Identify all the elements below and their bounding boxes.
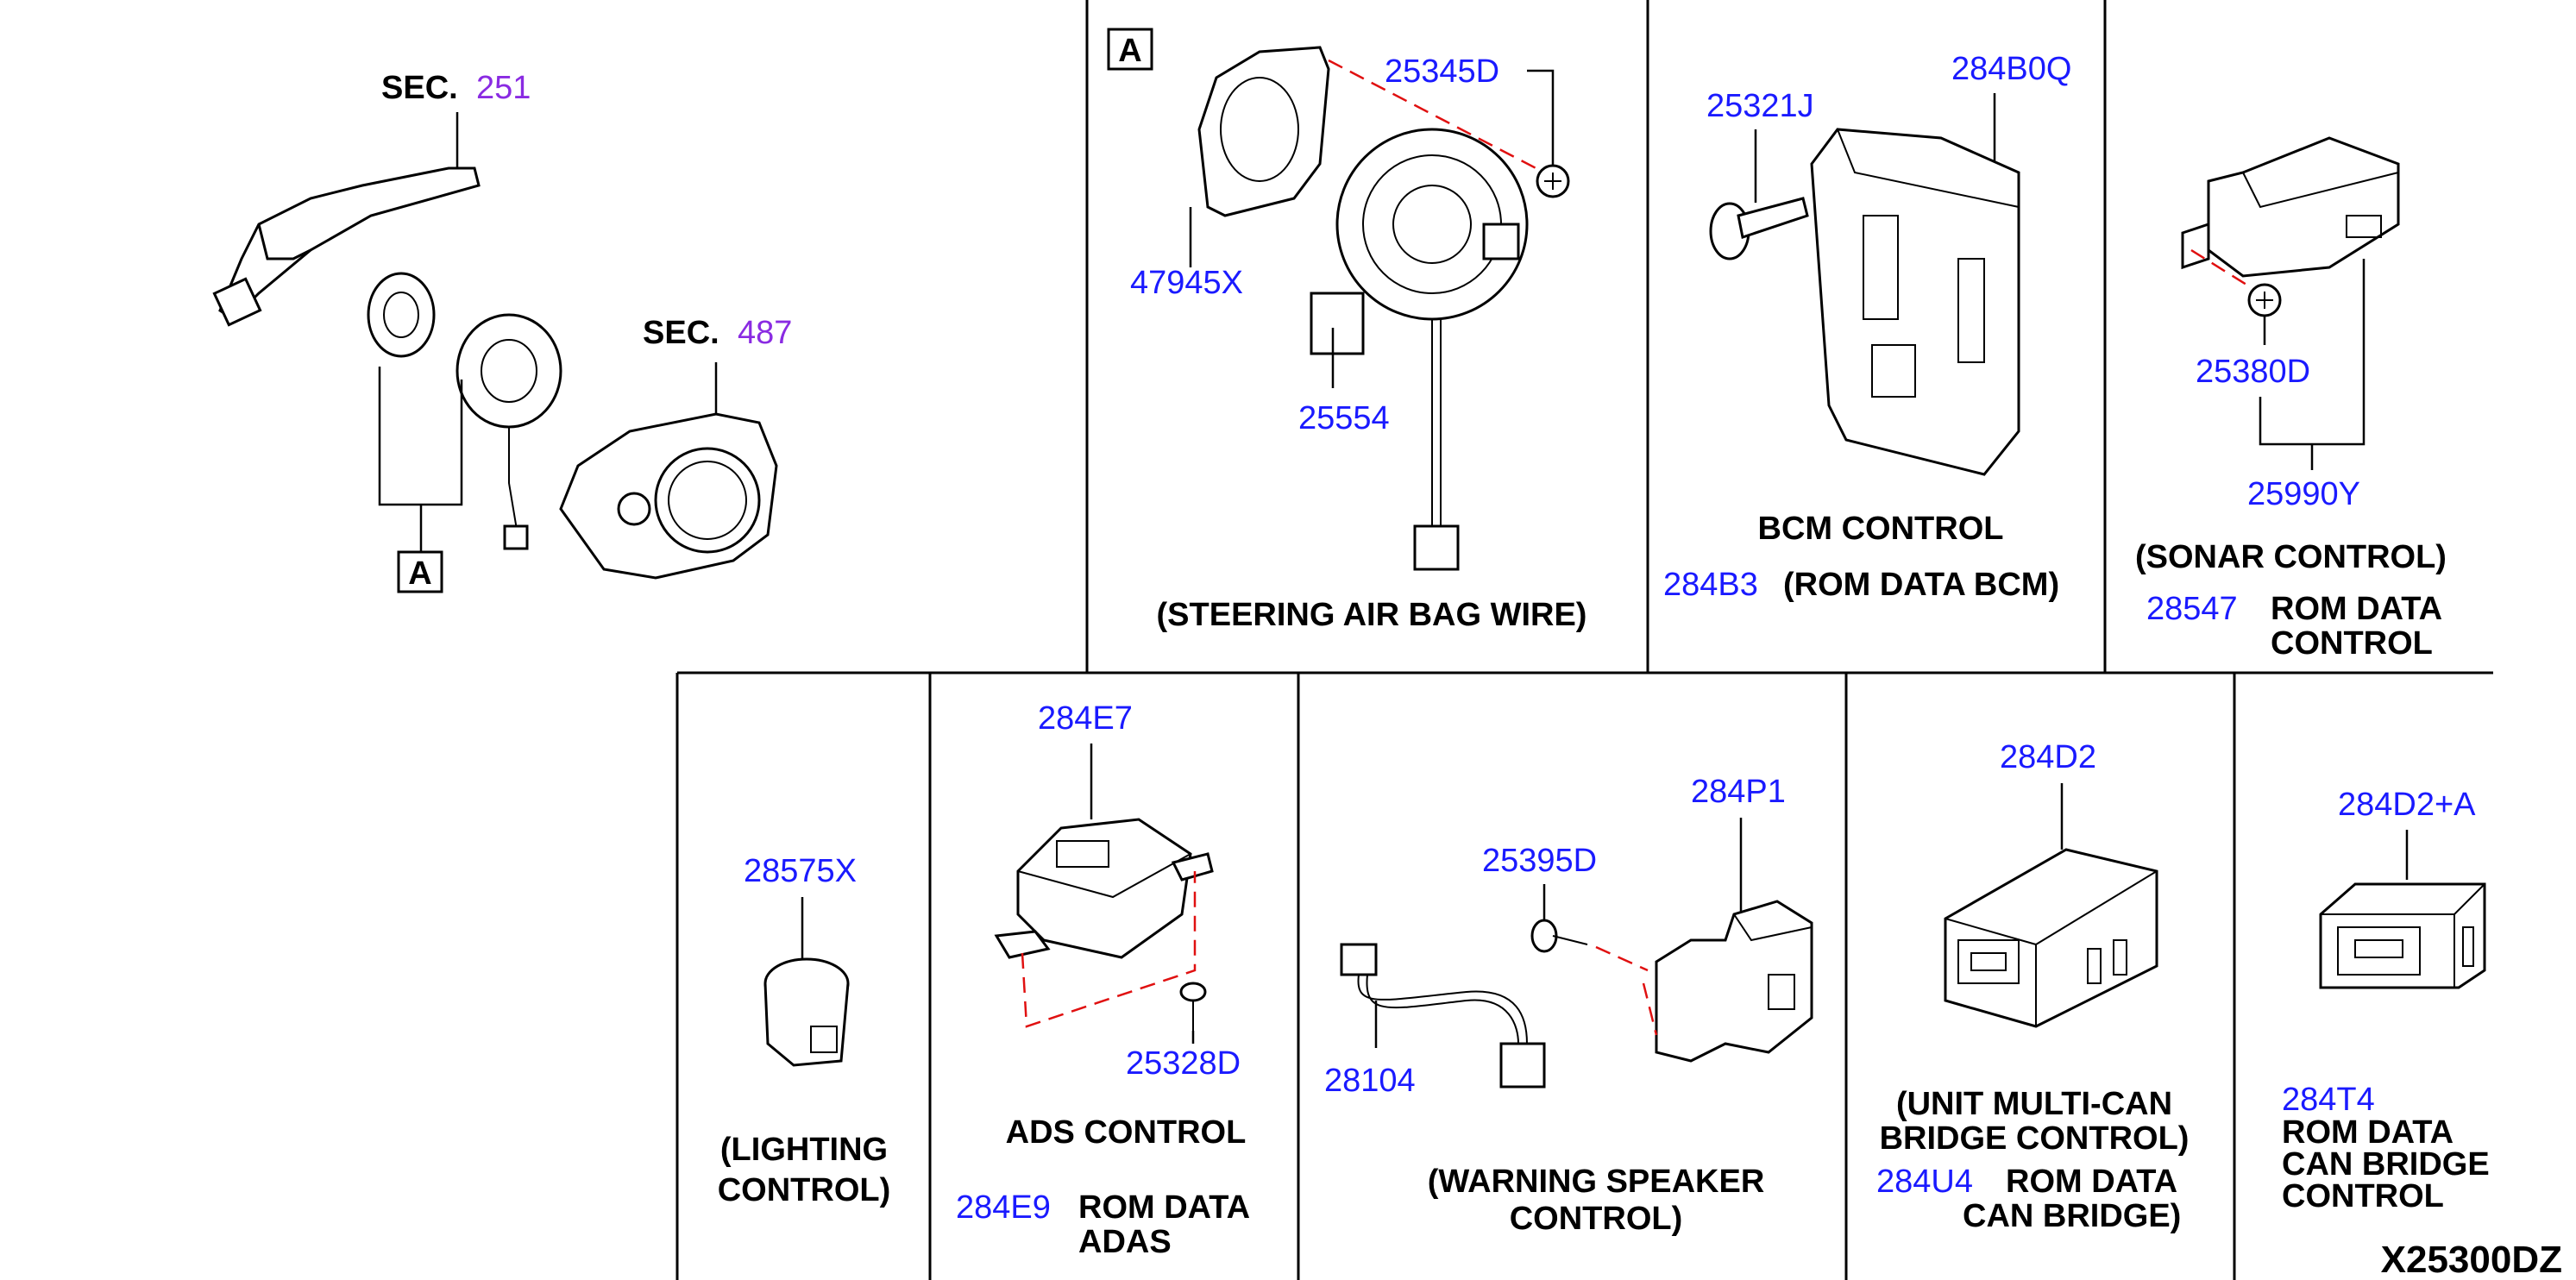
- caption-warning-1: (WARNING SPEAKER: [1428, 1164, 1765, 1200]
- part-284D2[interactable]: 284D2: [2000, 739, 2096, 775]
- caption-sonar-control: (SONAR CONTROL): [2135, 539, 2447, 575]
- screw-25380D: [2247, 283, 2282, 345]
- marker-a-left: A: [397, 550, 443, 593]
- part-284T4[interactable]: 284T4: [2282, 1082, 2375, 1118]
- warning-speaker-284P1: [1655, 900, 1813, 1063]
- part-25395D[interactable]: 25395D: [1482, 843, 1597, 879]
- caption-unit-rom-1: ROM DATA: [2006, 1164, 2177, 1200]
- caption-ads-rom-2: ADAS: [1078, 1224, 1172, 1260]
- bcm-unit-284B0Q: [1810, 128, 2020, 476]
- marker-a-top: A: [1107, 28, 1153, 71]
- caption-sonar-rom-1: ROM DATA: [2271, 591, 2442, 627]
- part-25345D[interactable]: 25345D: [1385, 53, 1499, 90]
- caption-steering-air-bag-wire: (STEERING AIR BAG WIRE): [1157, 597, 1587, 633]
- part-284E7[interactable]: 284E7: [1038, 700, 1133, 737]
- sonar-unit-25990Y: [2181, 136, 2400, 278]
- part-284B0Q[interactable]: 284B0Q: [1951, 51, 2071, 87]
- can-bridge-unit-284D2: [1944, 848, 2158, 1028]
- phantom-line-25395D: [1595, 945, 1649, 972]
- sec-251-prefix: SEC.: [381, 70, 458, 106]
- marker-a-left-text: A: [408, 555, 431, 592]
- sec-487-number: 487: [738, 315, 792, 351]
- caption-lighting-1: (LIGHTING: [720, 1132, 888, 1168]
- part-284B3[interactable]: 284B3: [1663, 567, 1758, 603]
- bracket-25990Y: [2259, 259, 2366, 446]
- bolt-25321J: [1709, 197, 1809, 260]
- panel-dividers: [675, 0, 2493, 1280]
- screw-25345D: [1527, 69, 1570, 198]
- sec-251-number: 251: [476, 70, 531, 106]
- combination-switch-lever: [212, 112, 481, 327]
- phantom-line-284P1: [1642, 982, 1658, 1036]
- caption-rom-data-bcm: (ROM DATA BCM): [1783, 567, 2059, 603]
- steering-column-cover: [559, 412, 778, 580]
- caption-unit-1: (UNIT MULTI-CAN: [1896, 1086, 2172, 1122]
- part-28104[interactable]: 28104: [1324, 1063, 1416, 1099]
- part-28575X[interactable]: 28575X: [744, 853, 857, 889]
- part-284E9[interactable]: 284E9: [956, 1189, 1051, 1226]
- part-25380D[interactable]: 25380D: [2196, 354, 2310, 390]
- part-25321J[interactable]: 25321J: [1706, 88, 1814, 124]
- lighting-switch-28575X: [763, 957, 850, 1067]
- steering-angle-sensor-47945X: [1189, 46, 1330, 267]
- marker-a-top-text: A: [1118, 33, 1141, 69]
- caption-can-rom-2: CAN BRIDGE: [2282, 1146, 2490, 1183]
- phantom-line-25380D: [2190, 248, 2261, 295]
- part-28547[interactable]: 28547: [2146, 591, 2238, 627]
- bracket-to-marker-a: [378, 367, 463, 552]
- ads-unit-284E7: [994, 818, 1214, 959]
- spiral-cable-25554: [1310, 128, 1529, 571]
- harness-28104: [1340, 943, 1546, 1089]
- caption-bcm-control: BCM CONTROL: [1758, 511, 2004, 547]
- caption-unit-rom-2: CAN BRIDGE): [1963, 1198, 2181, 1234]
- caption-sonar-rom-2: CONTROL: [2271, 625, 2433, 662]
- diagram-code: X25300DZ: [2381, 1239, 2562, 1280]
- part-25554[interactable]: 25554: [1298, 400, 1390, 436]
- spiral-cable-small: [367, 272, 562, 550]
- part-25328D[interactable]: 25328D: [1126, 1045, 1241, 1082]
- caption-ads-rom-1: ROM DATA: [1078, 1189, 1250, 1226]
- caption-can-rom-3: CONTROL: [2282, 1178, 2444, 1214]
- can-bridge-unit-284D2A: [2319, 882, 2486, 989]
- caption-lighting-2: CONTROL): [718, 1172, 891, 1208]
- phantom-line-25345D: [1328, 59, 1545, 174]
- sec-487-prefix: SEC.: [643, 315, 719, 351]
- screw-25328D: [1179, 982, 1207, 1044]
- caption-can-rom-1: ROM DATA: [2282, 1114, 2453, 1151]
- caption-unit-2: BRIDGE CONTROL): [1880, 1120, 2190, 1157]
- phantom-lines-ads: [1021, 871, 1197, 1028]
- part-25990Y[interactable]: 25990Y: [2247, 476, 2360, 512]
- part-284U4[interactable]: 284U4: [1876, 1164, 1973, 1200]
- sec-251-label[interactable]: SEC. 251: [381, 70, 531, 106]
- caption-ads-control: ADS CONTROL: [1006, 1114, 1247, 1151]
- caption-warning-2: CONTROL): [1510, 1201, 1683, 1237]
- part-47945X[interactable]: 47945X: [1130, 265, 1243, 301]
- screw-25395D: [1530, 884, 1588, 953]
- part-284D2A[interactable]: 284D2+A: [2338, 787, 2476, 823]
- part-284P1[interactable]: 284P1: [1691, 774, 1786, 810]
- sec-487-label[interactable]: SEC. 487: [643, 315, 792, 414]
